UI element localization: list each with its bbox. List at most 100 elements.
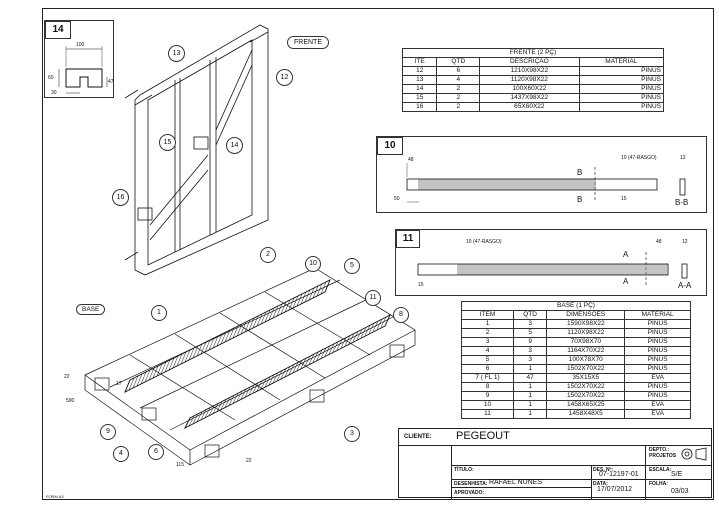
- detail-11-tag: 11: [396, 230, 420, 248]
- detail-10-tag: 10: [377, 137, 403, 155]
- callout-15: 15: [159, 134, 176, 151]
- escala-value: S/E: [671, 471, 683, 478]
- detail-10-section-b-bottom: B: [577, 195, 583, 204]
- base-table-title: BASE (1 PÇ): [461, 301, 691, 311]
- base-pallet-drawing: [84, 267, 416, 466]
- base-dim-17: 17: [116, 381, 122, 387]
- detail-10-dim-50: 50: [394, 196, 400, 202]
- detail-10-box: 10 48 10 (47-RASGO) 12 50 15 B B B-B: [376, 136, 707, 213]
- desenhista-value: RAFAEL NUNES: [489, 479, 543, 486]
- callout-2: 2: [260, 247, 276, 263]
- detail-10-drawing: [406, 163, 686, 203]
- base-header-dim: DIMENSÕES: [546, 310, 626, 320]
- base-dim-22b: 22: [246, 458, 252, 464]
- frente-table-title: FRENTE (2 PÇ): [402, 48, 664, 58]
- detail-11-box: 11 10 (47-RASGO) 48 12 15 A A A-A: [395, 229, 707, 296]
- cliente-value: PEGEOUT: [456, 430, 510, 442]
- callout-12: 12: [276, 69, 293, 86]
- callout-14: 14: [226, 137, 243, 154]
- folha-label: FOLHA:: [649, 481, 668, 487]
- detail-11-section-aa: A-A: [678, 281, 692, 290]
- callout-9: 9: [100, 424, 116, 440]
- base-header-material: MATERIAL: [624, 310, 691, 320]
- detail-14-dim-width: 100: [76, 42, 85, 48]
- detail-14-tag: 14: [45, 21, 71, 39]
- data-value: 17/07/2012: [597, 486, 633, 493]
- frente-header-qtd: QTD: [436, 57, 481, 67]
- detail-10-dim-15: 15: [621, 196, 627, 202]
- detail-11-section-a-bottom: A: [623, 277, 629, 286]
- depto-value: PROJETOS: [649, 453, 677, 459]
- detail-11-dim-rasgo: 10 (47-RASGO): [466, 239, 502, 245]
- des-label: DES. Nº:: [593, 467, 614, 473]
- detail-14-dim-slot: 47: [108, 79, 114, 85]
- callout-13: 13: [168, 45, 185, 62]
- escala-label: ESCALA:: [649, 467, 672, 473]
- callout-base: BASE: [76, 304, 106, 315]
- base-dim-115: 115: [176, 462, 184, 468]
- callout-3: 3: [344, 426, 360, 442]
- callout-5: 5: [344, 258, 360, 274]
- detail-14-drawing: [58, 46, 108, 94]
- drawing-border: [42, 8, 714, 500]
- detail-11-dim-48: 48: [656, 239, 662, 245]
- detail-14-dim-height: 60: [48, 75, 54, 81]
- detail-11-dim-15: 15: [418, 282, 424, 288]
- frente-header-material: MATERIAL: [578, 57, 665, 67]
- base-table: BASE (1 PÇ) ITEM QTD DIMENSÕES MATERIAL …: [460, 301, 691, 419]
- form-code: FORM A3: [46, 494, 64, 499]
- detail-11-dim-end: 12: [682, 239, 688, 245]
- callout-4: 4: [113, 446, 129, 462]
- frente-table: FRENTE (2 PÇ) ITE QTD DESCRIÇÃO MATERIAL…: [401, 48, 665, 112]
- aprovado-label: APROVADO:: [454, 490, 485, 496]
- base-header-item: ITEM: [460, 310, 515, 320]
- detail-10-dim-rasgo: 10 (47-RASGO): [621, 155, 657, 161]
- cliente-label: CLIENTE:: [404, 434, 432, 440]
- frente-frame-drawing: [124, 24, 269, 276]
- callout-8: 8: [393, 307, 409, 323]
- frente-header-ite: ITE: [401, 57, 438, 67]
- detail-10-section-bb: B-B: [675, 198, 689, 207]
- data-label: DATA:: [593, 481, 608, 487]
- titulo-label: TÍTULO:: [454, 467, 474, 473]
- projection-symbol-icon: [681, 447, 707, 461]
- title-block: CLIENTE: PEGEOUT DEPTO.: PROJETOS TÍTULO…: [398, 428, 712, 499]
- callout-11: 11: [365, 290, 381, 306]
- detail-10-section-b-top: B: [577, 168, 583, 177]
- desenhista-label: DESENHISTA:: [454, 481, 488, 487]
- detail-10-dim-end: 12: [680, 155, 686, 161]
- base-dim-590: 590: [66, 398, 75, 404]
- detail-14-dim-offset: 30: [51, 90, 57, 96]
- depto-label: DEPTO.:: [649, 447, 670, 453]
- callout-1: 1: [151, 305, 167, 321]
- callout-10: 10: [305, 256, 321, 272]
- callout-6: 6: [148, 444, 164, 460]
- detail-14-box: 14 100 60 47 30: [44, 20, 114, 98]
- detail-11-section-a-top: A: [623, 250, 629, 259]
- detail-11-drawing: [417, 252, 688, 285]
- frente-header-desc: DESCRIÇÃO: [479, 57, 580, 67]
- folha-value: 03/03: [671, 488, 689, 495]
- frente-label: FRENTE: [287, 36, 329, 49]
- base-header-qtd: QTD: [513, 310, 548, 320]
- callout-16: 16: [112, 189, 129, 206]
- detail-10-dim-left: 48: [408, 157, 414, 163]
- des-value: 07-12197-01: [599, 471, 639, 478]
- base-dim-22a: 22: [64, 374, 70, 380]
